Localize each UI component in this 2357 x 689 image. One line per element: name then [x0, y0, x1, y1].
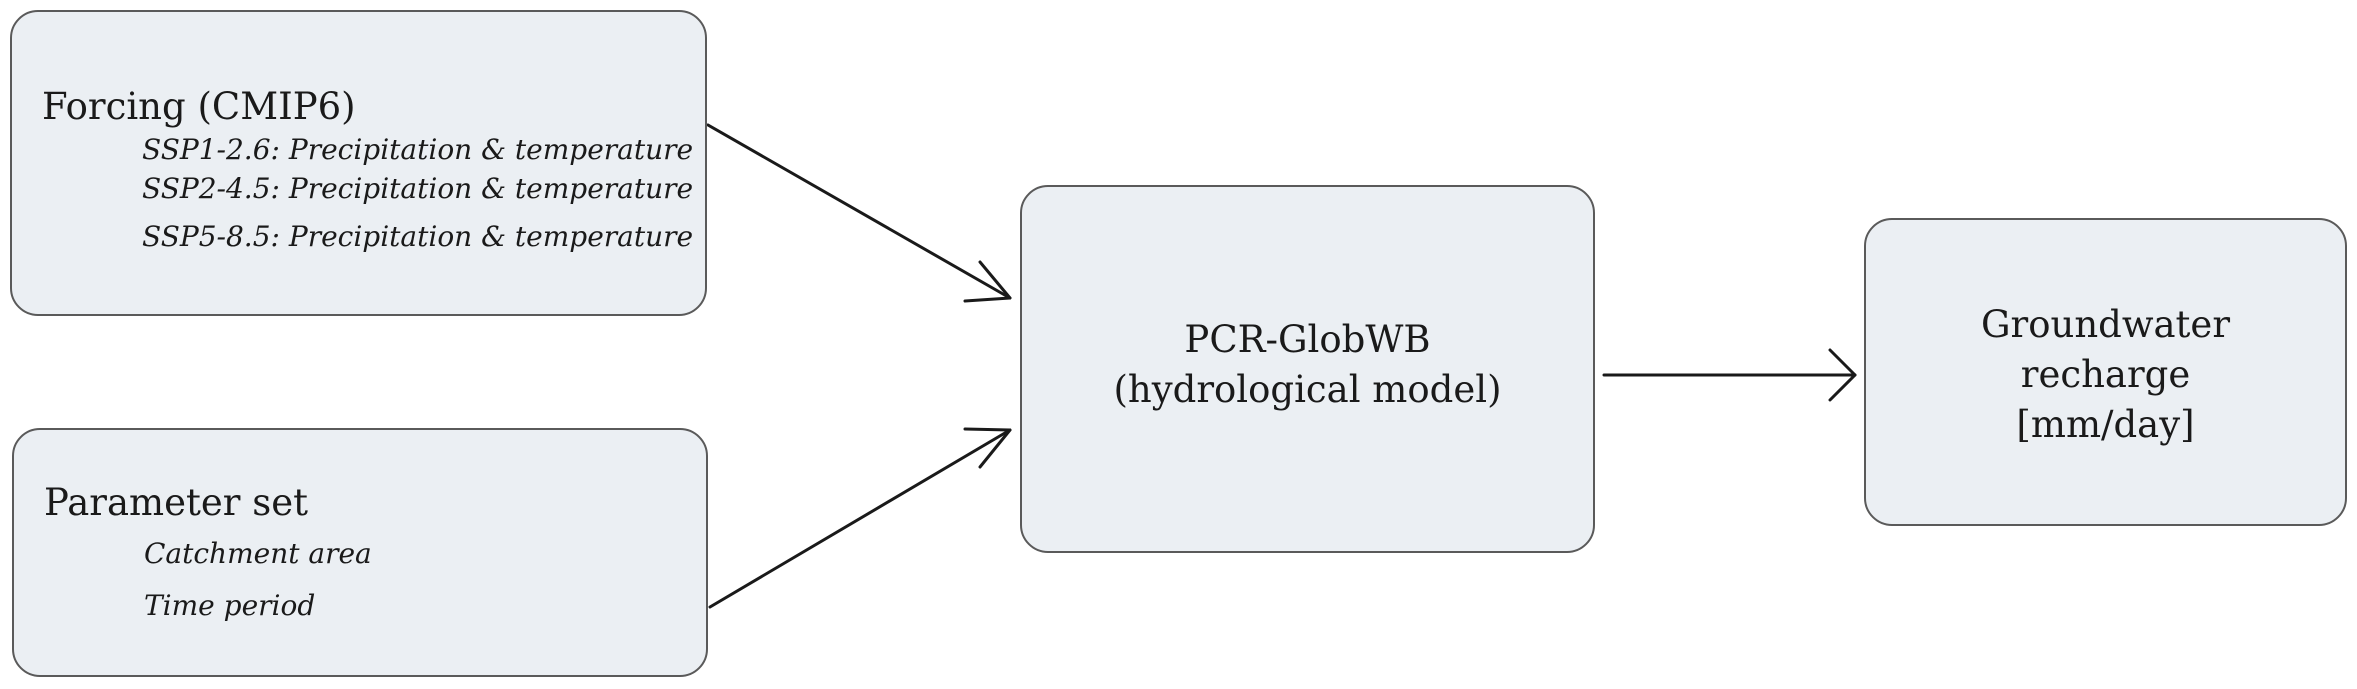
- output-unit: [mm/day]: [2016, 403, 2195, 446]
- parameter-item-catchment-area: Catchment area: [144, 537, 372, 570]
- output-line-1: Groundwater: [1980, 303, 2231, 346]
- parameter-item-time-period: Time period: [144, 589, 316, 622]
- groundwater-recharge-box: Groundwater recharge [mm/day]: [1864, 218, 2347, 526]
- parameter-set-title: Parameter set: [44, 481, 308, 524]
- output-label: Groundwater recharge [mm/day]: [1866, 300, 2345, 450]
- forcing-item-ssp126: SSP1-2.6: Precipitation & temperature: [142, 133, 694, 166]
- arrow-forcing-to-model: [706, 123, 1012, 303]
- forcing-title: Forcing (CMIP6): [42, 85, 356, 128]
- model-label: PCR-GlobWB (hydrological model): [1022, 315, 1593, 415]
- model-box: PCR-GlobWB (hydrological model): [1020, 185, 1595, 553]
- arrow-params-to-model: [708, 427, 1012, 609]
- forcing-item-ssp245: SSP2-4.5: Precipitation & temperature: [142, 172, 694, 205]
- arrow-model-to-recharge: [1602, 348, 1857, 402]
- model-description: (hydrological model): [1113, 368, 1502, 411]
- forcing-item-ssp585: SSP5-8.5: Precipitation & temperature: [142, 220, 694, 253]
- parameter-set-box: Parameter set Catchment area Time period: [12, 428, 708, 677]
- output-line-2: recharge: [2020, 353, 2191, 396]
- forcing-box: Forcing (CMIP6) SSP1-2.6: Precipitation …: [10, 10, 707, 316]
- model-name: PCR-GlobWB: [1184, 318, 1431, 361]
